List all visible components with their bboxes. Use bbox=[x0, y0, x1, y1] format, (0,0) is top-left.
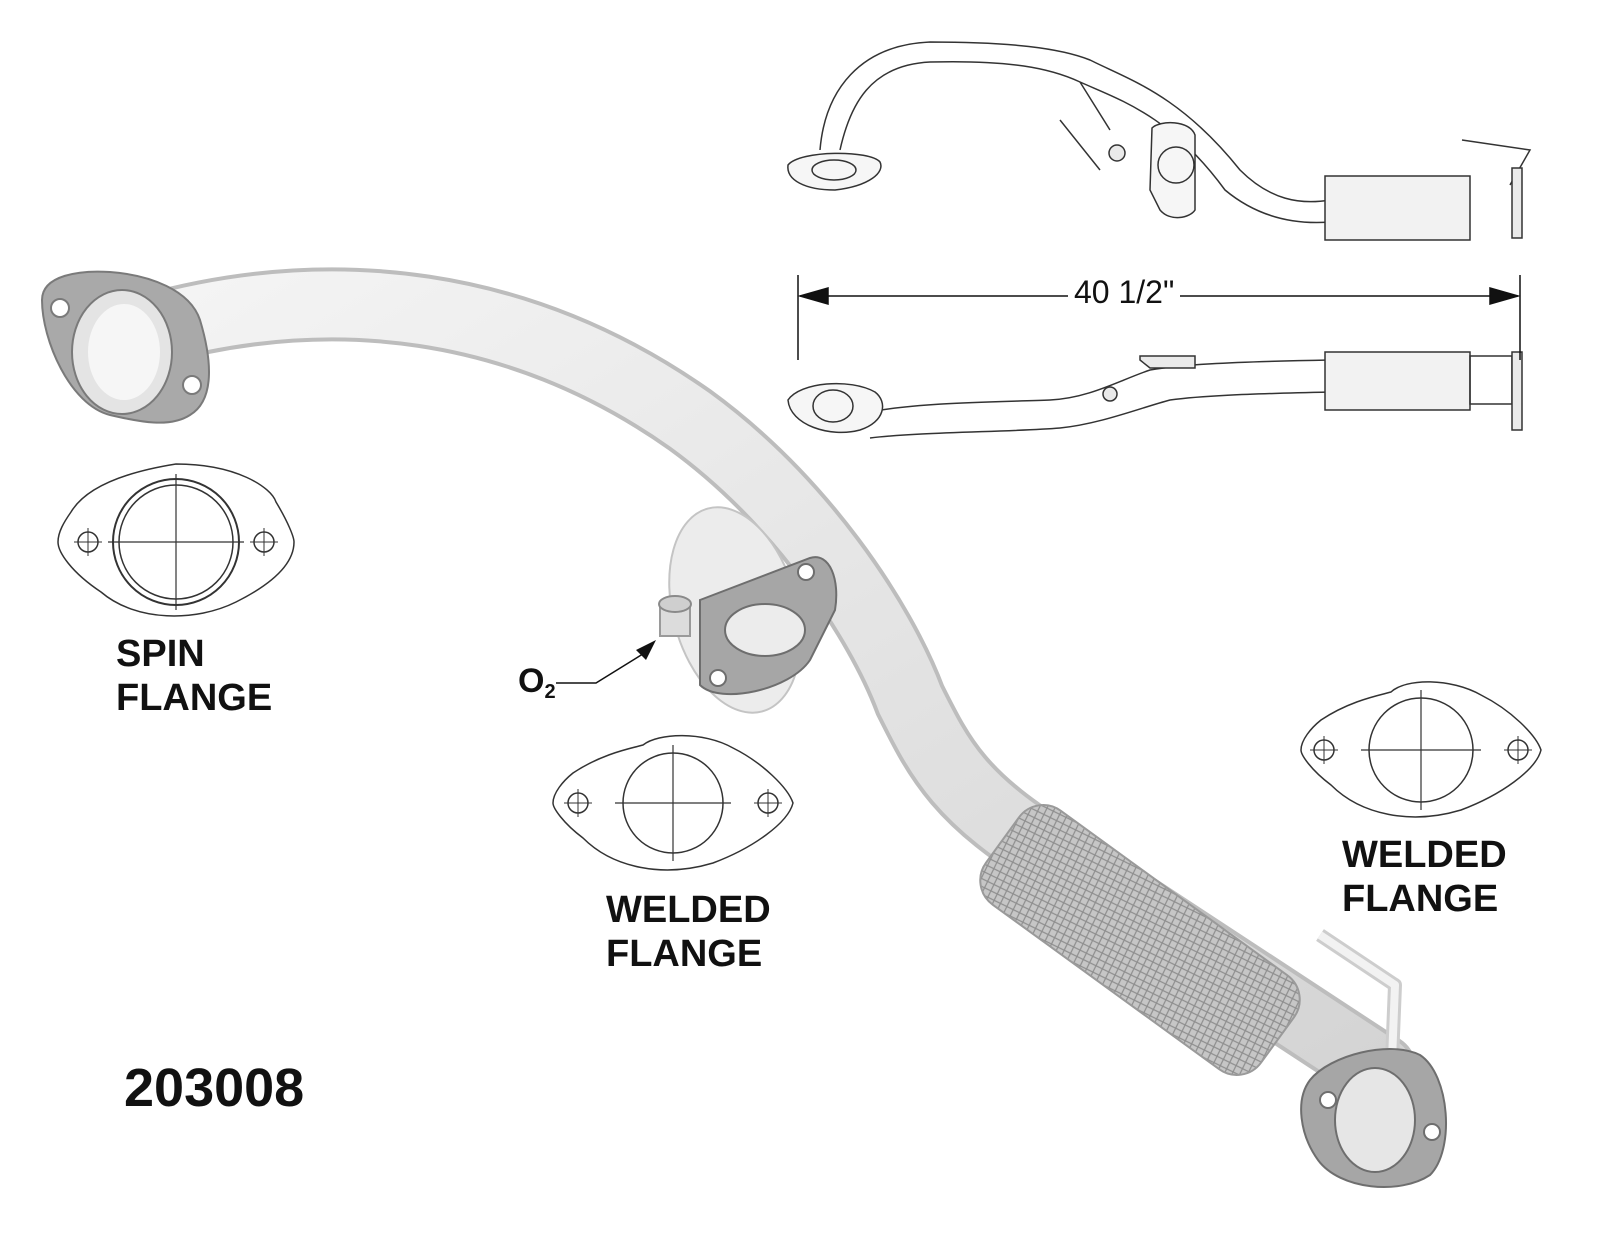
overall-length-dimension: 40 1/2" bbox=[1068, 274, 1181, 311]
top-view-drawing bbox=[787, 41, 1532, 241]
o2-sensor-bung bbox=[658, 595, 692, 637]
o2-leader-arrow bbox=[556, 640, 656, 684]
welded-flange-right-label-line2: FLANGE bbox=[1342, 878, 1499, 920]
part-number: 203008 bbox=[124, 1058, 305, 1118]
spin-flange-label-line1: SPIN bbox=[116, 633, 205, 675]
o2-letter: O bbox=[518, 662, 545, 700]
welded-flange-right-label: WELDED FLANGE bbox=[1342, 833, 1507, 921]
flex-section bbox=[979, 804, 1301, 1076]
spin-flange-3d bbox=[40, 270, 210, 424]
welded-flange-middle-label-line1: WELDED bbox=[606, 889, 771, 931]
spin-flange-outline bbox=[57, 463, 295, 617]
spin-flange-label-line2: FLANGE bbox=[116, 677, 273, 719]
welded-flange-right-label-line1: WELDED bbox=[1342, 834, 1507, 876]
welded-flange-middle-label: WELDED FLANGE bbox=[606, 888, 771, 976]
welded-flange-3d-right bbox=[1300, 1048, 1447, 1188]
welded-flange-outline-right bbox=[1300, 681, 1542, 818]
welded-flange-middle-label-line2: FLANGE bbox=[606, 933, 763, 975]
main-pipe-assembly bbox=[40, 267, 1447, 1188]
side-view-drawing bbox=[787, 351, 1523, 439]
spin-flange-label: SPIN FLANGE bbox=[116, 632, 272, 720]
o2-subscript: 2 bbox=[544, 681, 556, 703]
o2-sensor-label: O2 bbox=[518, 662, 556, 704]
welded-flange-3d-middle bbox=[699, 556, 838, 696]
welded-flange-outline-middle bbox=[552, 734, 794, 871]
